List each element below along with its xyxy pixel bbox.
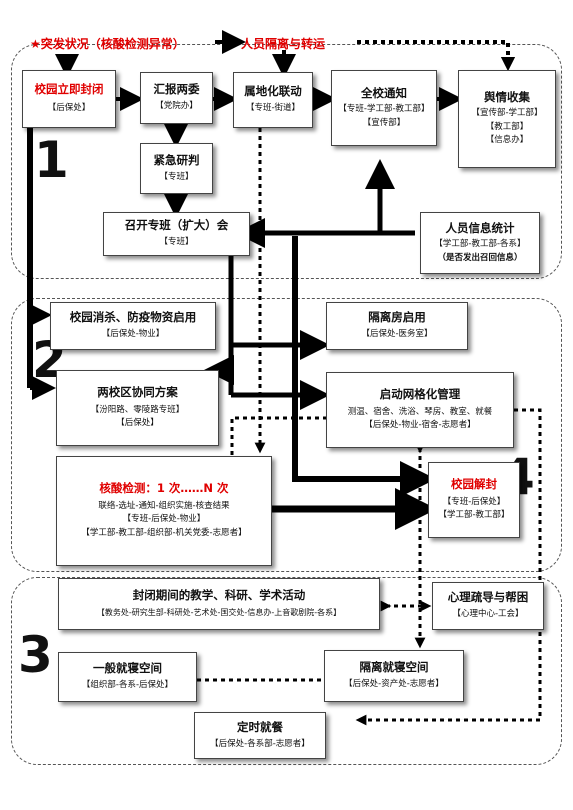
notice-owner-2: 【宣传部】 bbox=[362, 117, 406, 128]
general-sleep-title: 一般就寝空间 bbox=[93, 661, 162, 676]
general-sleep-box: 一般就寝空间 【组织部-各系-后保处】 bbox=[58, 652, 197, 702]
grid-box: 启动网格化管理 测温、宿舍、洗浴、琴房、教室、就餐 【后保处-物业-宿舍-志愿者… bbox=[326, 372, 514, 448]
region-3 bbox=[11, 577, 562, 765]
dotted-isolation-to-opinion bbox=[357, 40, 516, 72]
two-campus-owner-1: 【汾阳路、零陵路专班】 bbox=[90, 404, 185, 415]
opinion-box: 舆情收集 【宣传部-学工部】 【教工部】 【信息办】 bbox=[458, 70, 556, 168]
testing-box: 核酸检测：1 次……N 次 联络-选址-通知-组织实施-核查结果 【专班-后保处… bbox=[56, 456, 272, 566]
testing-title: 核酸检测：1 次……N 次 bbox=[99, 481, 229, 496]
research-title: 紧急研判 bbox=[153, 152, 200, 167]
psych-title: 心理疏导与帮困 bbox=[447, 590, 529, 605]
territorial-box: 属地化联动 【专班-街道】 bbox=[233, 72, 313, 128]
campus-lockdown-box: 校园立即封闭 【后保处】 bbox=[22, 70, 116, 128]
dotted-grid-to-meals bbox=[355, 408, 542, 726]
disinfect-title: 校园消杀、防疫物资启用 bbox=[69, 310, 197, 325]
meeting-owner: 【专班】 bbox=[159, 237, 194, 248]
disinfect-box: 校园消杀、防疫物资启用 【后保处-物业】 bbox=[50, 302, 216, 350]
notice-box: 全校通知 【专班-学工部-教工部】 【宣传部】 bbox=[331, 70, 437, 146]
testing-owner-1: 【专班-后保处-物业】 bbox=[122, 514, 206, 525]
arrow-meeting-to-notice bbox=[266, 159, 395, 236]
teaching-box: 封闭期间的教学、科研、学术活动 【教务处-研究生部-科研处-艺术处-国交处-信息… bbox=[58, 578, 380, 630]
personnel-title: 人员信息统计 bbox=[445, 220, 515, 235]
territorial-owner: 【专班-街道】 bbox=[245, 103, 301, 114]
arrow-meeting-to-unlock bbox=[292, 236, 436, 497]
isolated-sleep-box: 隔离就寝空间 【后保处-资产处-志愿者】 bbox=[324, 650, 464, 702]
unlock-owner-2: 【学工部-教工部】 bbox=[438, 510, 510, 521]
unlock-owner-1: 【专班-后保处】 bbox=[442, 496, 506, 507]
personnel-note: （是否发出召回信息） bbox=[437, 252, 523, 263]
grid-owner: 【后保处-物业-宿舍-志愿者】 bbox=[364, 420, 476, 431]
general-sleep-owner: 【组织部-各系-后保处】 bbox=[81, 680, 174, 691]
opinion-owner-2: 【教工部】 bbox=[485, 121, 529, 132]
psych-box: 心理疏导与帮困 【心理中心-工会】 bbox=[432, 582, 544, 630]
report-box: 汇报两委 【党院办】 bbox=[140, 72, 213, 124]
isolation-room-box: 隔离房启用 【后保处-医务室】 bbox=[326, 302, 468, 350]
section-number-3: 3 bbox=[18, 626, 53, 684]
report-title: 汇报两委 bbox=[153, 82, 200, 97]
isolation-room-title: 隔离房启用 bbox=[368, 310, 426, 325]
personnel-box: 人员信息统计 【学工部-教工部-各系】 （是否发出召回信息） bbox=[420, 212, 540, 274]
unlock-box: 校园解封 【专班-后保处】 【学工部-教工部】 bbox=[428, 462, 520, 538]
psych-owner: 【心理中心-工会】 bbox=[452, 609, 524, 620]
opinion-title: 舆情收集 bbox=[484, 89, 530, 104]
campus-lockdown-owner: 【后保处】 bbox=[47, 103, 91, 114]
meals-title: 定时就餐 bbox=[237, 719, 283, 734]
isolation-transfer: 人员隔离与转运 bbox=[241, 37, 326, 51]
meals-box: 定时就餐 【后保处-各系部-志愿者】 bbox=[194, 712, 326, 759]
territorial-title: 属地化联动 bbox=[244, 84, 302, 99]
section-number-1: 1 bbox=[34, 131, 69, 189]
opinion-owner-3: 【信息办】 bbox=[485, 135, 529, 146]
personnel-owner: 【学工部-教工部-各系】 bbox=[434, 239, 526, 250]
two-campus-box: 两校区协同方案 【汾阳路、零陵路专班】 【后保处】 bbox=[56, 370, 219, 446]
two-campus-title: 两校区协同方案 bbox=[97, 385, 178, 400]
emergency-trigger: ★突发状况（核酸检测异常） bbox=[30, 37, 185, 51]
grid-scope: 测温、宿舍、洗浴、琴房、教室、就餐 bbox=[347, 406, 493, 417]
opinion-owner-1: 【宣传部-学工部】 bbox=[471, 108, 543, 119]
report-owner: 【党院办】 bbox=[155, 101, 198, 112]
meals-owner: 【后保处-各系部-志愿者】 bbox=[210, 738, 310, 749]
teaching-owner: 【教务处-研究生部-科研处-艺术处-国交处-信息办-上音歌剧院-各系】 bbox=[96, 608, 342, 618]
meeting-title: 召开专班（扩大）会 bbox=[124, 218, 229, 233]
two-campus-owner-2: 【后保处】 bbox=[116, 418, 159, 429]
unlock-title: 校园解封 bbox=[451, 477, 497, 492]
isolated-sleep-title: 隔离就寝空间 bbox=[359, 660, 429, 675]
testing-steps: 联络-选址-通知-组织实施-核查结果 bbox=[98, 500, 230, 511]
research-box: 紧急研判 【专班】 bbox=[140, 143, 213, 194]
notice-title: 全校通知 bbox=[361, 85, 407, 100]
meeting-box: 召开专班（扩大）会 【专班】 bbox=[103, 212, 250, 256]
isolation-room-owner: 【后保处-医务室】 bbox=[361, 329, 433, 340]
grid-title: 启动网格化管理 bbox=[379, 387, 461, 402]
notice-owner-1: 【专班-学工部-教工部】 bbox=[338, 104, 430, 115]
region-2 bbox=[11, 298, 562, 572]
teaching-title: 封闭期间的教学、科研、学术活动 bbox=[132, 587, 306, 602]
isolated-sleep-owner: 【后保处-资产处-志愿者】 bbox=[344, 679, 444, 690]
region-1 bbox=[11, 44, 562, 279]
campus-lockdown-title: 校园立即封闭 bbox=[34, 82, 104, 97]
disinfect-owner: 【后保处-物业】 bbox=[101, 329, 165, 340]
testing-owner-2: 【学工部-教工部-组织部-机关党委-志愿者】 bbox=[81, 527, 247, 538]
research-owner: 【专班】 bbox=[159, 171, 194, 182]
